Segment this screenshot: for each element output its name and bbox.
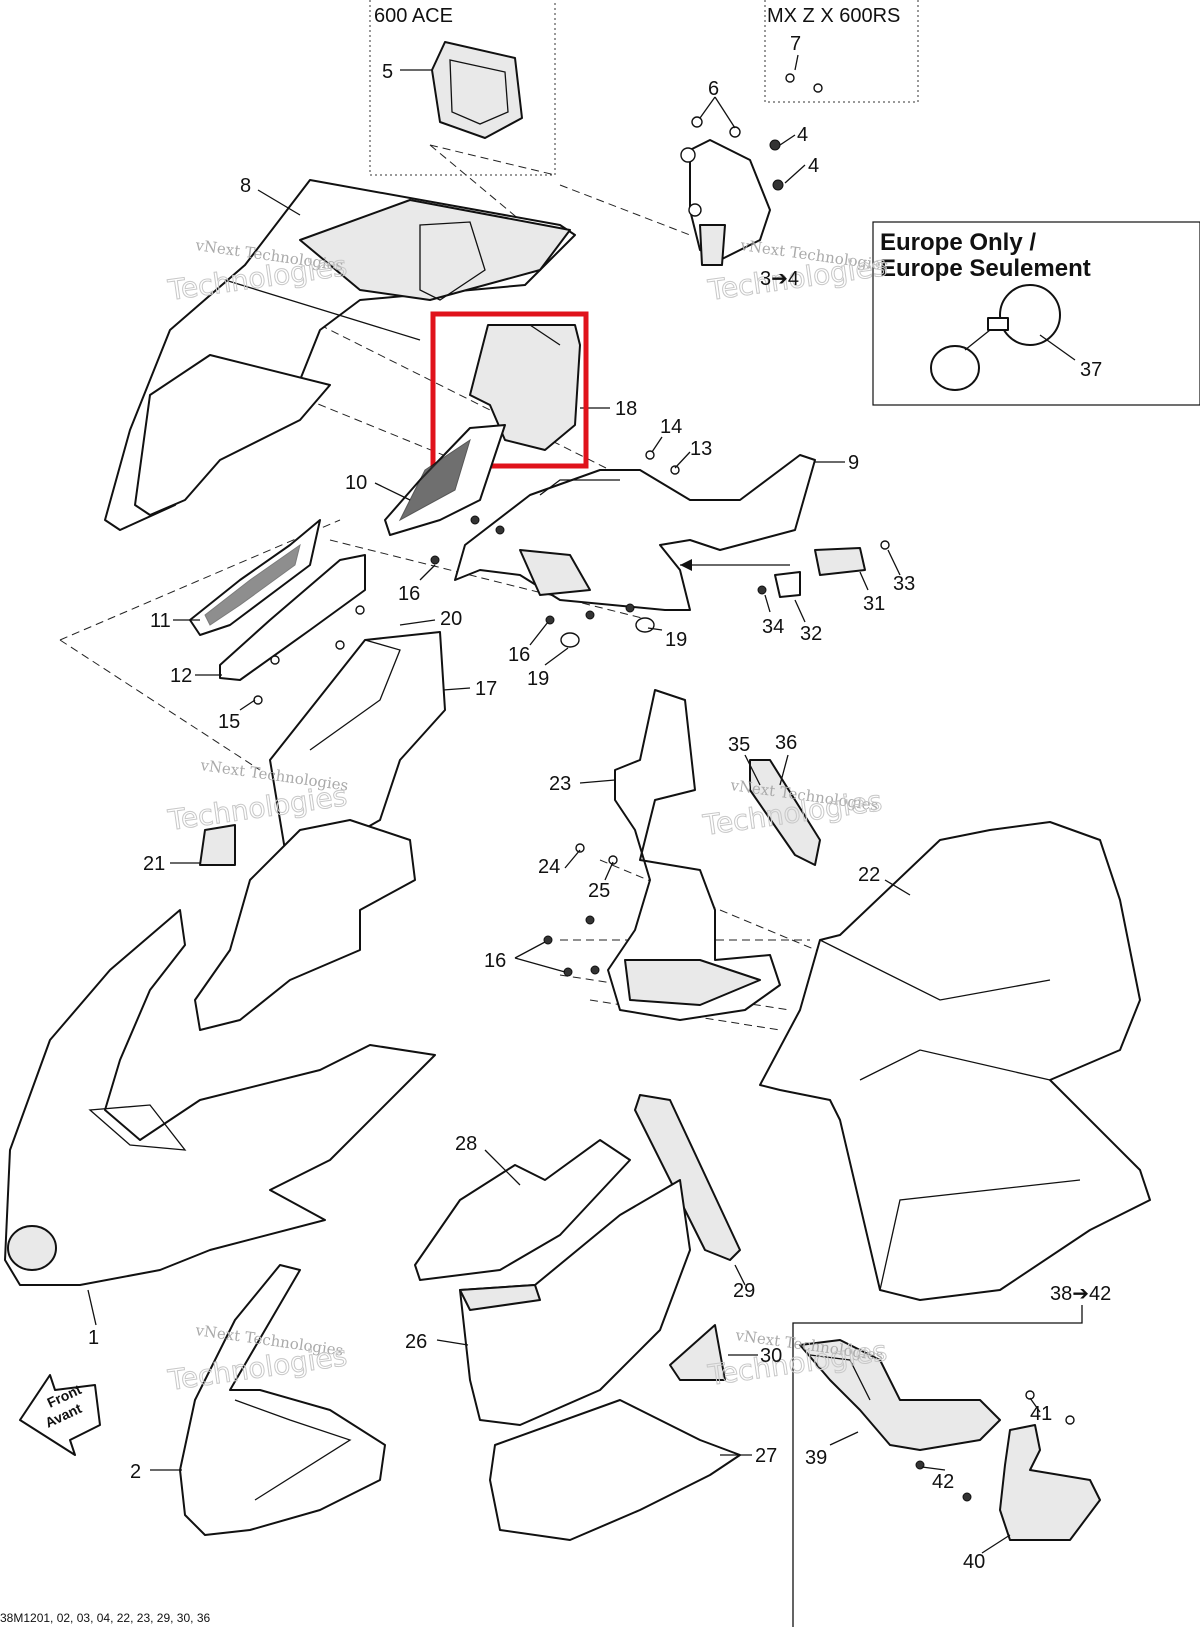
label-25: 25 bbox=[588, 880, 610, 902]
label-20: 20 bbox=[440, 608, 462, 630]
europe-only-line2: Europe Seulement bbox=[880, 255, 1091, 282]
part-5-airbox bbox=[400, 41, 523, 139]
label-32: 32 bbox=[800, 623, 822, 645]
box-600-ace: 600 ACE bbox=[369, 0, 556, 176]
label-14: 14 bbox=[660, 416, 682, 438]
hardware bbox=[253, 73, 1075, 1502]
label-34: 34 bbox=[762, 616, 784, 638]
label-42: 42 bbox=[932, 1471, 954, 1493]
part-39-handguard bbox=[799, 1339, 1001, 1451]
label-18: 18 bbox=[615, 398, 637, 420]
label-19a: 19 bbox=[665, 629, 687, 651]
label-13: 13 bbox=[690, 438, 712, 460]
part-27-lower-panel bbox=[489, 1399, 752, 1541]
label-8: 8 bbox=[240, 175, 251, 197]
label-29: 29 bbox=[733, 1280, 755, 1302]
label-39: 39 bbox=[805, 1447, 827, 1469]
label-23: 23 bbox=[549, 773, 571, 795]
label-4b: 4 bbox=[808, 155, 819, 177]
label-1: 1 bbox=[88, 1327, 99, 1349]
label-26: 26 bbox=[405, 1331, 427, 1353]
europe-only-line1: Europe Only / bbox=[880, 229, 1036, 256]
part-29-strip bbox=[634, 1094, 746, 1286]
part-17-side-panel bbox=[269, 619, 471, 881]
part-31-bracket bbox=[774, 547, 866, 598]
box-mxz: MX Z X 600RS bbox=[764, 0, 919, 103]
part-11-grille bbox=[173, 519, 321, 636]
part-22-side-panel bbox=[759, 821, 1151, 1301]
part-2-lower-front bbox=[150, 1264, 386, 1536]
label-3-4: 3➔4 bbox=[760, 268, 799, 290]
label-35: 35 bbox=[728, 734, 750, 756]
label-9: 9 bbox=[848, 452, 859, 474]
label-40: 40 bbox=[963, 1551, 985, 1573]
label-36: 36 bbox=[775, 732, 797, 754]
part-23-bracket bbox=[579, 689, 781, 1021]
svg-text:Technologies: Technologies bbox=[165, 1339, 349, 1397]
label-22: 22 bbox=[858, 864, 880, 886]
part-9-console bbox=[454, 454, 845, 611]
label-4a: 4 bbox=[797, 124, 808, 146]
label-7: 7 bbox=[790, 33, 801, 55]
footer-code: 38M1201, 02, 03, 04, 22, 23, 29, 30, 36 bbox=[0, 1611, 210, 1625]
front-arrow: Front Avant bbox=[19, 1374, 101, 1456]
label-15: 15 bbox=[218, 711, 240, 733]
part-12-bracket bbox=[195, 554, 366, 681]
callout-labels: 5 7 6 4 4 8 3➔4 37 18 14 13 9 10 16 11 2… bbox=[88, 33, 1111, 1573]
part-21-clip bbox=[170, 824, 236, 866]
highlight-box bbox=[430, 311, 589, 469]
label-41: 41 bbox=[1030, 1403, 1052, 1425]
label-16c: 16 bbox=[484, 950, 506, 972]
box-600-ace-title: 600 ACE bbox=[374, 5, 453, 27]
handguard-assembly bbox=[792, 1305, 1101, 1627]
label-16a: 16 bbox=[398, 583, 420, 605]
label-10: 10 bbox=[345, 472, 367, 494]
label-31: 31 bbox=[863, 593, 885, 615]
box-mxz-title: MX Z X 600RS bbox=[767, 5, 900, 27]
label-19b: 19 bbox=[527, 668, 549, 690]
part-35-36-strap bbox=[744, 754, 821, 866]
label-6: 6 bbox=[708, 78, 719, 100]
part-10-vent bbox=[374, 424, 506, 536]
leaders bbox=[239, 54, 1041, 1471]
label-16b: 16 bbox=[508, 644, 530, 666]
label-24: 24 bbox=[538, 856, 560, 878]
part-side-lower bbox=[194, 819, 416, 1031]
label-11: 11 bbox=[150, 610, 171, 632]
label-12: 12 bbox=[170, 665, 192, 687]
part-18-shield bbox=[469, 324, 610, 451]
part-8-upper-hood bbox=[104, 179, 576, 531]
part-30-insert bbox=[669, 1324, 758, 1381]
label-5: 5 bbox=[382, 61, 393, 83]
label-28: 28 bbox=[455, 1133, 477, 1155]
part-37-horn bbox=[930, 284, 1076, 391]
label-27: 27 bbox=[755, 1445, 777, 1467]
label-30: 30 bbox=[760, 1345, 782, 1367]
label-17: 17 bbox=[475, 678, 497, 700]
label-33: 33 bbox=[893, 573, 915, 595]
part-28-panel bbox=[414, 1139, 631, 1281]
label-38-42: 38➔42 bbox=[1050, 1283, 1111, 1305]
box-europe: Europe Only / Europe Seulement bbox=[872, 221, 1200, 406]
part-40-handguard bbox=[981, 1424, 1101, 1554]
part-module-upper-right bbox=[680, 139, 771, 266]
label-37: 37 bbox=[1080, 359, 1102, 381]
part-26-lower-panel bbox=[436, 1179, 691, 1426]
label-2: 2 bbox=[130, 1461, 141, 1483]
label-21: 21 bbox=[143, 853, 165, 875]
part-1-front-hood bbox=[4, 909, 436, 1326]
